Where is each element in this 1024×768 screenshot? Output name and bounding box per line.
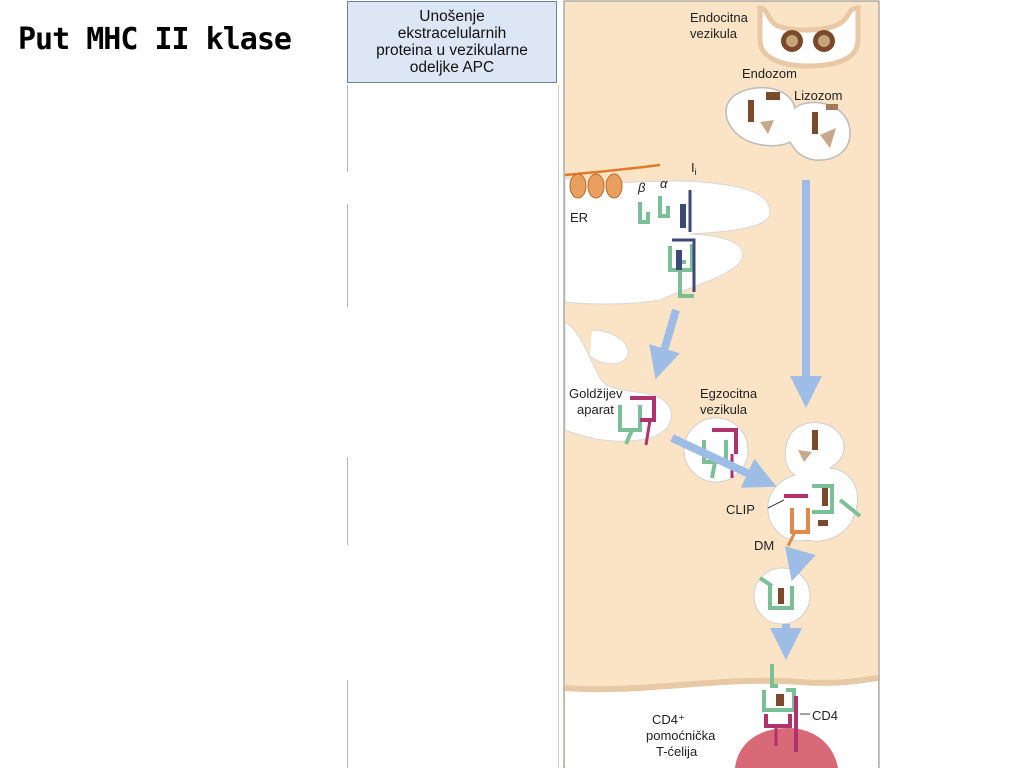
label-invariant-chain: Ii [691,160,697,177]
divider-gap [347,172,350,204]
header-line-2: ekstracelularnih [397,25,507,42]
plasma-membrane [564,675,879,693]
header-line-1: Unošenje [419,8,485,25]
header-line-4: odeljke APC [409,59,495,76]
label-exocytic-vesicle: Egzocitna [700,386,758,401]
label-exocytic-vesicle-2: vezikula [700,402,748,417]
label-cd4: CD4 [812,708,838,723]
label-endocytic-vesicle-2: vezikula [690,26,738,41]
endoplasmic-reticulum [564,177,771,305]
pathway-arrow [649,308,680,380]
label-t-cell: T-ćelija [656,744,698,759]
label-cd4plus: CD4⁺ [652,712,685,727]
pathway-arrow [785,546,816,582]
mhc-ii-golgi [618,396,656,446]
label-endosome: Endozom [742,66,797,81]
label-dm: DM [754,538,774,553]
endosome-lysosome [725,86,851,161]
divider-gap [347,307,350,457]
divider-gap [347,545,350,680]
mhc-ii-peptide-complex [758,576,794,610]
golgi-apparatus [564,321,672,442]
label-er: ER [570,210,588,225]
clip-leader-line [767,499,785,509]
label-endocytic-vesicle: Endocitna [690,10,749,25]
label-golgi-2: aparat [577,402,614,417]
label-helper: pomoćnička [646,728,716,743]
step-header-box: Unošenje ekstracelularnih proteina u vez… [347,1,557,83]
ribosomes [569,173,623,199]
antigen-particle [781,30,835,52]
panel-divider-right [558,85,559,768]
er-membrane [564,163,661,177]
pathway-arrow [670,434,777,488]
blank-column [349,85,557,768]
label-beta: β [637,180,646,195]
label-golgi: Goldžijev [569,386,623,401]
label-clip: CLIP [726,502,755,517]
endocytic-vesicle [757,5,861,69]
cd4-tcr [764,696,798,752]
t-cell [735,728,838,768]
header-line-3: proteina u vezikularne [376,42,528,59]
label-lysosome: Lizozom [794,88,842,103]
golgi-cisterna [589,329,629,365]
step-header-text: Unošenje ekstracelularnih proteina u vez… [354,8,550,76]
loading-compartment-contents [784,430,862,547]
invariant-chain [672,190,696,292]
slide-title: Put MHC II klase [18,22,292,57]
peptide-fragments [748,92,838,148]
label-alpha: α [660,176,668,191]
